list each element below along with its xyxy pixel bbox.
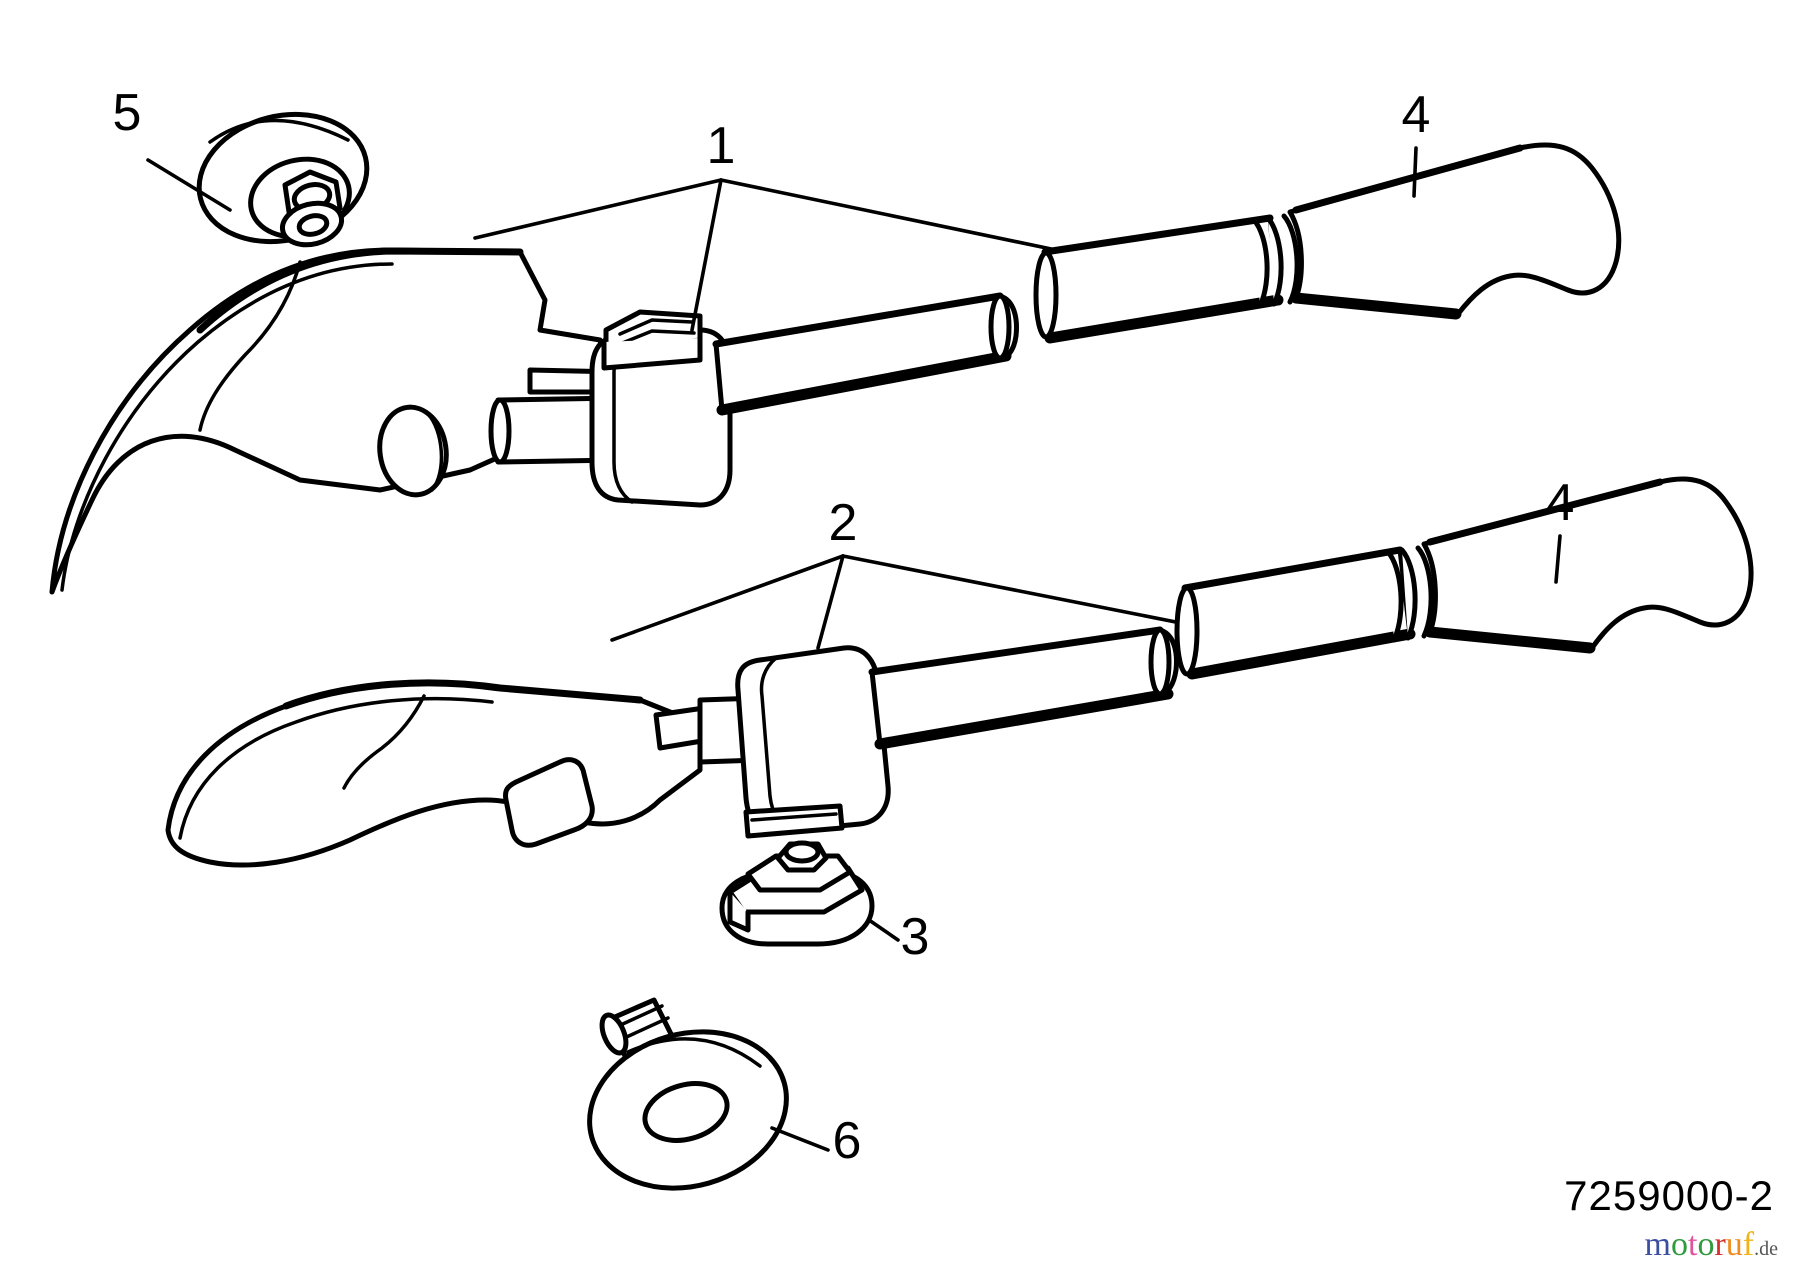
leader-line-6	[770, 1126, 830, 1152]
part-3-clamp-bracket: 3	[719, 840, 930, 966]
upper-grip-body-top-edge	[1292, 144, 1524, 214]
callout-5: 5	[113, 84, 142, 142]
lower-grip-body-top-edge	[1426, 478, 1664, 546]
upper-blade-pivot-hole	[377, 404, 449, 498]
upper-grip-sleeve-top-edge	[1041, 214, 1274, 256]
callout-4a: 4	[1402, 86, 1431, 144]
lower-blade-neck-line	[342, 694, 426, 790]
motoruf-watermark-logo: motoruf.de	[1645, 1228, 1778, 1262]
lower-clamp-plate	[743, 803, 845, 839]
lower-clamp-collar	[735, 645, 891, 835]
wm-letter-f: f	[1742, 1226, 1755, 1263]
pivot-bolt-head-highlight	[626, 1037, 762, 1068]
lower-grip-bore	[1174, 585, 1200, 677]
wm-letter-o1: o	[1671, 1226, 1688, 1263]
part-2-lower-assembly: 2	[165, 494, 1218, 868]
pivot-bolt-thread-2	[618, 1016, 670, 1042]
callout-3: 3	[901, 908, 930, 966]
pivot-bolt-shank-end	[599, 1012, 629, 1056]
leader-line-2-left	[610, 554, 845, 642]
leader-line-1-right	[719, 178, 1058, 252]
leader-line-2-down	[816, 554, 845, 650]
lower-clamp-plate-ridge	[750, 812, 838, 822]
lower-grip-body-bottom-edge	[1424, 626, 1596, 654]
callout-1: 1	[707, 117, 736, 175]
lower-blade-body	[165, 680, 703, 868]
part-5-pivot-nut: 5	[113, 84, 370, 248]
clamp-bracket-boss-hole	[783, 840, 821, 864]
wm-tld: .de	[1754, 1238, 1778, 1260]
lower-grip-sleeve-bottom-edge	[1186, 628, 1416, 680]
upper-handle-tube	[713, 293, 1009, 413]
lower-grip-sleeve-top-edge	[1181, 546, 1404, 592]
lower-blade-spine-edge	[282, 679, 644, 710]
wm-letter-o2: o	[1697, 1226, 1715, 1263]
upper-blade-pivot-hole-inner	[426, 412, 444, 492]
lower-grip-band-2	[1399, 547, 1418, 641]
part-1-upper-assembly: 1	[49, 117, 1058, 595]
upper-handle-tube-top-edge	[712, 292, 1004, 348]
part-6-pivot-bolt: 6	[587, 997, 862, 1191]
upper-grip-bore	[1033, 250, 1059, 340]
pivot-bolt-center-hole	[642, 1081, 730, 1143]
pivot-nut-flange-hole	[296, 213, 330, 237]
leader-line-1-left	[473, 178, 723, 240]
lower-grip-band-1	[1385, 549, 1404, 643]
clamp-bracket-left-wall	[727, 889, 751, 933]
upper-handle-tube-bore	[988, 293, 1012, 361]
upper-tube-left-end	[488, 397, 512, 465]
upper-clamp-saddle-ridge-2	[618, 329, 696, 346]
part-number-label: 7259000-2	[1564, 1172, 1774, 1219]
wm-letter-t: t	[1688, 1226, 1698, 1263]
leader-line-2-right	[841, 554, 1218, 632]
leader-line-4b	[1554, 534, 1562, 584]
upper-handle-tube-bottom-edge	[716, 350, 1012, 416]
wm-letter-r: r	[1714, 1226, 1726, 1263]
wm-letter-u: u	[1725, 1226, 1743, 1263]
upper-grip-band-2	[1265, 215, 1284, 307]
leader-line-1-down	[690, 178, 723, 332]
leader-line-4a	[1412, 146, 1418, 198]
part-4a-upper-grip: 4	[1033, 86, 1622, 344]
pivot-nut-rim-highlight	[208, 118, 350, 144]
lower-blade-bevel-line	[178, 696, 494, 840]
upper-grip-body	[1287, 142, 1622, 317]
lower-handle-tube-top-edge	[868, 626, 1164, 676]
lower-handle-tube-bottom-edge	[874, 688, 1174, 750]
clamp-bracket-step-2	[745, 853, 853, 893]
upper-grip-sleeve-bottom-edge	[1044, 294, 1284, 344]
upper-blade-spine-edge	[196, 247, 524, 334]
callout-6: 6	[833, 1112, 862, 1170]
lower-handle-tube-bore	[1148, 627, 1172, 697]
leader-line-5	[146, 158, 232, 212]
upper-grip-body-bottom-edge	[1290, 292, 1462, 320]
lower-blade-slot-lower	[503, 757, 595, 848]
wm-letter-m: m	[1644, 1226, 1671, 1263]
upper-blade-neck-line	[198, 260, 302, 432]
upper-clamp-saddle-ridge-1	[618, 318, 694, 336]
upper-clamp-saddle-side	[601, 335, 703, 371]
part-4b-lower-grip: 4	[1174, 474, 1754, 680]
callout-2: 2	[829, 494, 858, 552]
upper-blade-bevel-line	[60, 262, 394, 592]
upper-grip-band-1	[1251, 217, 1270, 309]
callout-4b: 4	[1546, 474, 1575, 532]
leader-line-3	[867, 918, 900, 942]
